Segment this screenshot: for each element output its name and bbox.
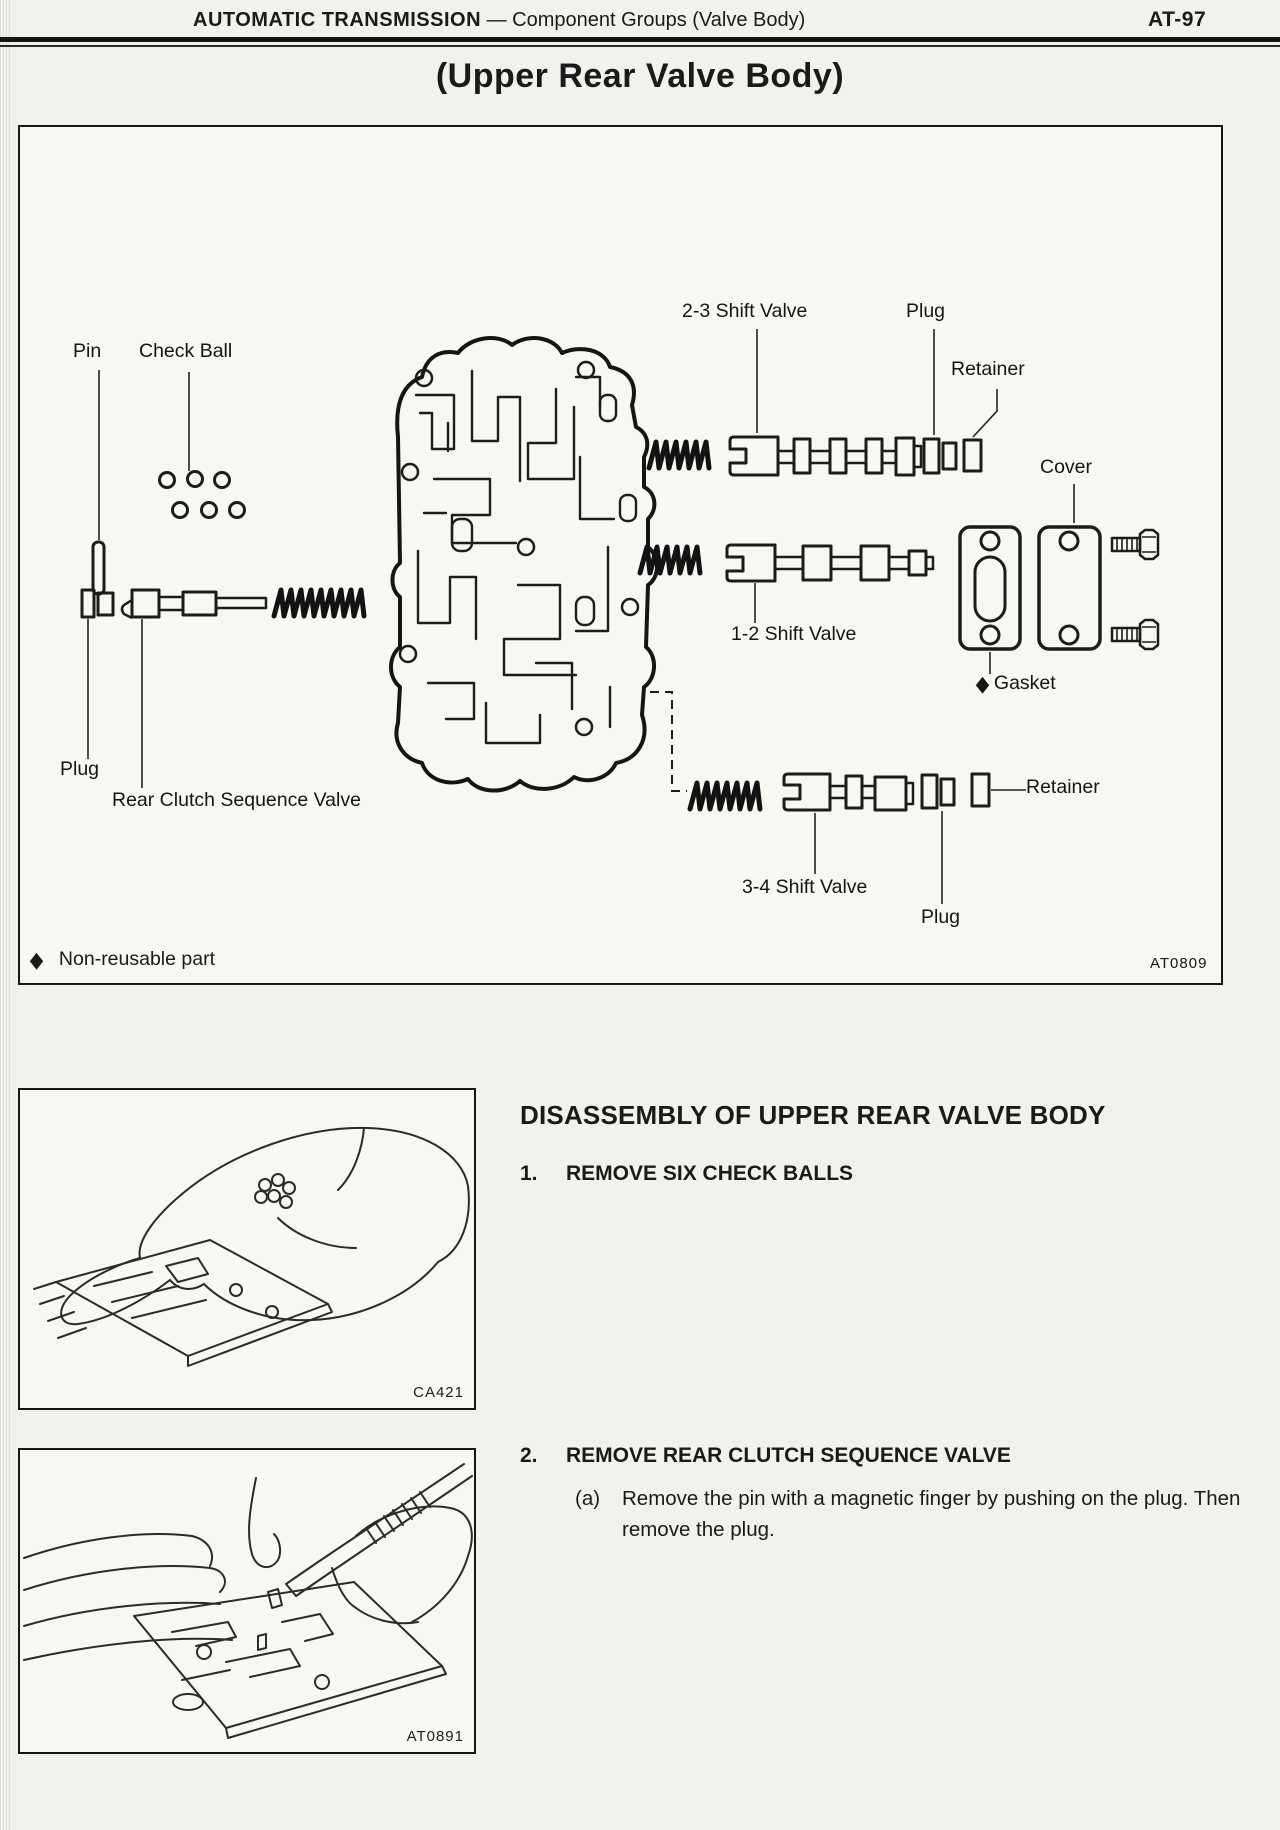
plug-left-part	[80, 588, 115, 619]
exploded-diagram-box	[18, 125, 1223, 985]
header-subsection: — Component Groups (Valve Body)	[486, 9, 806, 31]
figure-code-2: AT0891	[406, 1728, 464, 1745]
cover-part	[1037, 525, 1102, 651]
page-header: AUTOMATIC TRANSMISSION — Component Group…	[193, 9, 805, 32]
figure-1-illustration	[33, 1126, 470, 1367]
label-plug-bottom: Plug	[921, 906, 961, 928]
label-shift-valve-3-4: 3-4 Shift Valve	[742, 876, 868, 898]
step-2a: (a) Remove the pin with a magnetic finge…	[575, 1484, 1265, 1546]
retainer-3-4-part	[970, 772, 991, 808]
step-1-number: 1.	[520, 1162, 538, 1185]
bolt-top	[1110, 528, 1160, 561]
leader-lines	[87, 329, 1075, 904]
rear-clutch-sequence-valve-part	[120, 588, 268, 620]
label-gasket: ◆ Gasket	[975, 670, 1056, 696]
label-plug-left: Plug	[60, 758, 100, 780]
step-2a-label: (a)	[575, 1487, 601, 1510]
header-rule-thick	[0, 37, 1280, 42]
shift-valve-2-3-part	[728, 435, 923, 477]
figure-remove-pin-box: AT0891	[18, 1448, 476, 1754]
figure-code-1: CA421	[413, 1384, 464, 1401]
page-number: AT-97	[1148, 8, 1207, 31]
shift-valve-3-4-part	[782, 772, 915, 812]
step-2-number: 2.	[520, 1444, 538, 1467]
pin-part	[91, 540, 106, 596]
label-cover: Cover	[1040, 456, 1093, 478]
exploded-view-art	[80, 329, 1160, 904]
bolt-bottom	[1110, 618, 1160, 651]
label-plug-top: Plug	[906, 300, 946, 322]
label-shift-valve-1-2: 1-2 Shift Valve	[731, 623, 857, 645]
plug-3-4-part	[920, 773, 956, 810]
label-retainer-bottom: Retainer	[1026, 776, 1100, 798]
spring-2-3	[646, 439, 712, 471]
step-2: 2. REMOVE REAR CLUTCH SEQUENCE VALVE	[520, 1444, 1011, 1468]
bolt-holes	[398, 360, 640, 737]
step-2a-text: Remove the pin with a magnetic finger by…	[622, 1487, 1241, 1541]
figure-code-diagram: AT0809	[1150, 955, 1208, 972]
header-rule-thin	[0, 45, 1280, 47]
retainer-2-3-part	[962, 438, 983, 473]
diamond-icon: ◆	[975, 670, 990, 696]
step-2-title: REMOVE REAR CLUTCH SEQUENCE VALVE	[566, 1444, 1011, 1467]
spring-1-2	[637, 544, 703, 576]
gasket-part	[958, 525, 1022, 651]
label-pin: Pin	[73, 340, 102, 362]
spring-3-4	[687, 780, 763, 812]
step-1-title: REMOVE SIX CHECK BALLS	[566, 1162, 854, 1185]
label-retainer-top: Retainer	[951, 358, 1025, 380]
check-balls	[158, 470, 246, 519]
figure-check-balls-box: CA421	[18, 1088, 476, 1410]
shift-valve-1-2-part	[725, 543, 935, 583]
diamond-icon: ◆	[29, 946, 44, 972]
valve-body-plate	[389, 336, 659, 793]
label-shift-valve-2-3: 2-3 Shift Valve	[682, 300, 808, 322]
figure-2-illustration	[23, 1463, 473, 1739]
legend-text: Non-reusable part	[58, 948, 216, 970]
dashed-reference-line	[650, 691, 687, 792]
label-rear-clutch-sequence-valve: Rear Clutch Sequence Valve	[112, 789, 361, 811]
page-title: (Upper Rear Valve Body)	[435, 57, 845, 95]
section-heading: DISASSEMBLY OF UPPER REAR VALVE BODY	[520, 1100, 1106, 1130]
spring-rcsv	[271, 587, 367, 619]
oil-passages	[414, 369, 638, 745]
step-1: 1. REMOVE SIX CHECK BALLS	[520, 1162, 853, 1186]
label-check-ball: Check Ball	[139, 340, 233, 362]
header-section: AUTOMATIC TRANSMISSION	[193, 9, 482, 31]
legend-non-reusable: ◆ Non-reusable part	[28, 948, 215, 971]
plug-2-3-part	[922, 437, 958, 475]
